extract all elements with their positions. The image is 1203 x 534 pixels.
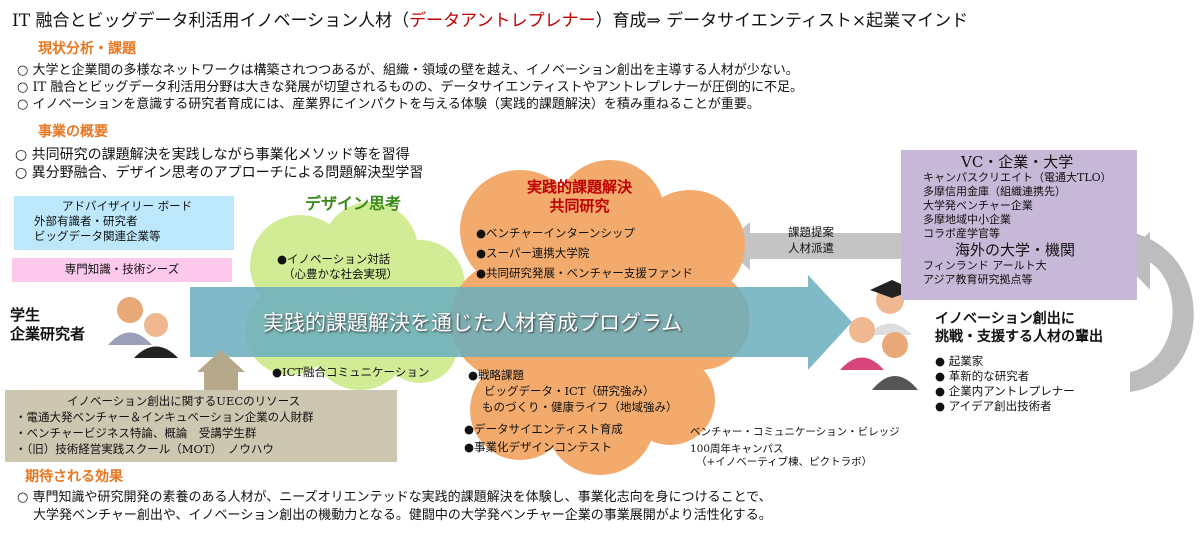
effects-line: ○ 専門知識や研究開発の素養のある人材が、ニーズオリエンテッドな実践的課題解決を… — [17, 490, 772, 505]
list-item: ものづくり・健康ライフ（地域強み） — [482, 400, 678, 414]
list-item: 多摩信用金庫（組織連携先） — [923, 185, 1066, 198]
uec-resources: イノベーション創出に関するUECのリソース ・電通大発ベンチャー＆インキュベーシ… — [5, 390, 397, 462]
effects-line: 大学発ベンチャー創出や、イノベーション創出の機動力となる。健闘中の大学発ベンチャ… — [33, 508, 772, 523]
effects-heading: 期待される効果 — [25, 469, 123, 485]
uec-up-arrow — [197, 350, 245, 390]
list-item: キャンパスクリエイト（電通大TLO） — [923, 171, 1112, 184]
list-item: ○ 共同研究の課題解決を実践しながら事業化メソッド等を習得 — [15, 147, 410, 163]
list-item: ・電通大発ベンチャー＆インキュベーション企業の人財群 — [15, 410, 314, 424]
list-item: ○ 異分野融合、デザイン思考のアプローチによる問題解決型学習 — [15, 165, 424, 181]
list-item: ●データサイエンティスト育成 — [464, 422, 623, 436]
joint-title-line: 実践的課題解決 — [527, 178, 633, 196]
list-item: 多摩地域中小企業 — [923, 213, 1011, 226]
list-item: ●事業化デザインコンテスト — [464, 440, 613, 454]
current-list: ○ 大学と企業間の多様なネットワークは構築されつつあるが、組織・領域の壁を越え、… — [17, 62, 803, 113]
list-item: ● アイデア創出技術者 — [935, 399, 1052, 413]
list-item: ●イノベーション対話 — [277, 252, 391, 266]
village-line: 100周年キャンパス — [690, 443, 784, 455]
joint-lower: ●戦略課題 ビッグデータ・ICT（研究強み） ものづくり・健康ライフ（地域強み）… — [464, 367, 678, 455]
outcome-list: ● 起業家 ● 革新的な研究者 ● 企業内アントレプレナー ● アイデア創出技術… — [935, 354, 1075, 414]
village-line: ベンチャー・コミュニケーション・ビレッジ — [690, 426, 900, 438]
list-item: ・ベンチャービジネス特論、概論 受講学生群 — [15, 426, 257, 440]
advisory-board: アドバイザイリー ボード 外部有識者・研究者 ビッグデータ関連企業等 — [14, 196, 234, 250]
list-item: 大学発ベンチャー企業 — [923, 199, 1033, 212]
list-item: コラボ産学官等 — [923, 227, 1000, 240]
list-item: ・（旧）技術経営実践スクール（MOT） ノウハウ — [15, 442, 274, 456]
list-item: ● 起業家 — [935, 354, 984, 368]
list-item: フィンランド アールト大 — [923, 259, 1047, 272]
proposal-label: 課題提案 人材派遣 — [788, 224, 834, 256]
overview-list: ○ 共同研究の課題解決を実践しながら事業化メソッド等を習得 ○ 異分野融合、デザ… — [15, 146, 423, 182]
students-line: 企業研究者 — [10, 325, 86, 343]
list-item: ●スーパー連携大学院 — [476, 246, 590, 260]
list-item: ●ベンチャーインターンシップ — [476, 226, 635, 240]
seeds-box: 専門知識・技術シーズ — [12, 258, 232, 282]
overview-heading: 事業の概要 — [38, 124, 108, 140]
design-items: ●イノベーション対話 （心豊かな社会実現） — [277, 252, 398, 282]
list-item: ●共同研究発展・ベンチャー支援ファンド — [476, 266, 693, 280]
outcome-title-line: 挑戦・支援する人材の輩出 — [935, 329, 1103, 345]
partners-box: VC・企業・大学 キャンパスクリエイト（電通大TLO） 多摩信用金庫（組織連携先… — [901, 150, 1137, 300]
effects-text: ○ 専門知識や研究開発の素養のある人材が、ニーズオリエンテッドな実践的課題解決を… — [17, 489, 772, 525]
current-heading: 現状分析・課題 — [38, 41, 136, 57]
joint-title-line: 共同研究 — [549, 197, 610, 215]
list-item: ● 革新的な研究者 — [935, 369, 1030, 383]
partners-title: 海外の大学・機関 — [955, 241, 1076, 259]
uec-title: イノベーション創出に関するUECのリソース — [67, 394, 301, 408]
village-info: ベンチャー・コミュニケーション・ビレッジ 100周年キャンパス （+イノベーティ… — [690, 425, 900, 470]
proposal-line: 課題提案 — [788, 225, 834, 239]
joint-title: 実践的課題解決 共同研究 — [527, 178, 632, 216]
partners-title: VC・企業・大学 — [961, 153, 1074, 171]
program-label: 実践的課題解決を通じた人材育成プログラム — [263, 311, 683, 335]
students-line: 学生 — [10, 306, 41, 324]
joint-items: ●ベンチャーインターンシップ ●スーパー連携大学院 ●共同研究発展・ベンチャー支… — [476, 223, 693, 283]
program-arrow — [190, 275, 852, 370]
advisory-line: ビッグデータ関連企業等 — [34, 229, 161, 243]
list-item: ○ IT 融合とビッグデータ利活用分野は大きな発展が切望されるものの、データサイ… — [17, 80, 803, 95]
list-item: ● 企業内アントレプレナー — [935, 384, 1075, 398]
advisory-title: アドバイザイリー ボード — [62, 199, 193, 213]
ict-item: ●ICT融合コミュニケーション — [272, 365, 430, 379]
students-label: 学生 企業研究者 — [10, 306, 85, 344]
design-title: デザイン思考 — [305, 194, 402, 213]
page-title: IT 融合とビッグデータ利活用イノベーション人材（データアントレプレナー）育成⇒… — [12, 11, 969, 31]
list-item: （心豊かな社会実現） — [283, 267, 398, 281]
students-icon — [108, 297, 178, 358]
outcome-title-line: イノベーション創出に — [935, 311, 1075, 327]
outcome-title: イノベーション創出に 挑戦・支援する人材の輩出 — [935, 310, 1103, 346]
advisory-line: 外部有識者・研究者 — [34, 214, 138, 228]
list-item: ビッグデータ・ICT（研究強み） — [484, 384, 655, 398]
list-item: ○ イノベーションを意識する研究者育成には、産業界にインパクトを与える体験（実践… — [17, 97, 760, 112]
proposal-line: 人材派遣 — [788, 241, 834, 255]
list-item: ●戦略課題 — [468, 368, 525, 382]
list-item: アジア教育研究拠点等 — [923, 273, 1033, 286]
list-item: ○ 大学と企業間の多様なネットワークは構築されつつあるが、組織・領域の壁を越え、… — [17, 63, 799, 78]
village-line: （+イノベーティブ棟、ピクトラボ） — [696, 456, 873, 468]
